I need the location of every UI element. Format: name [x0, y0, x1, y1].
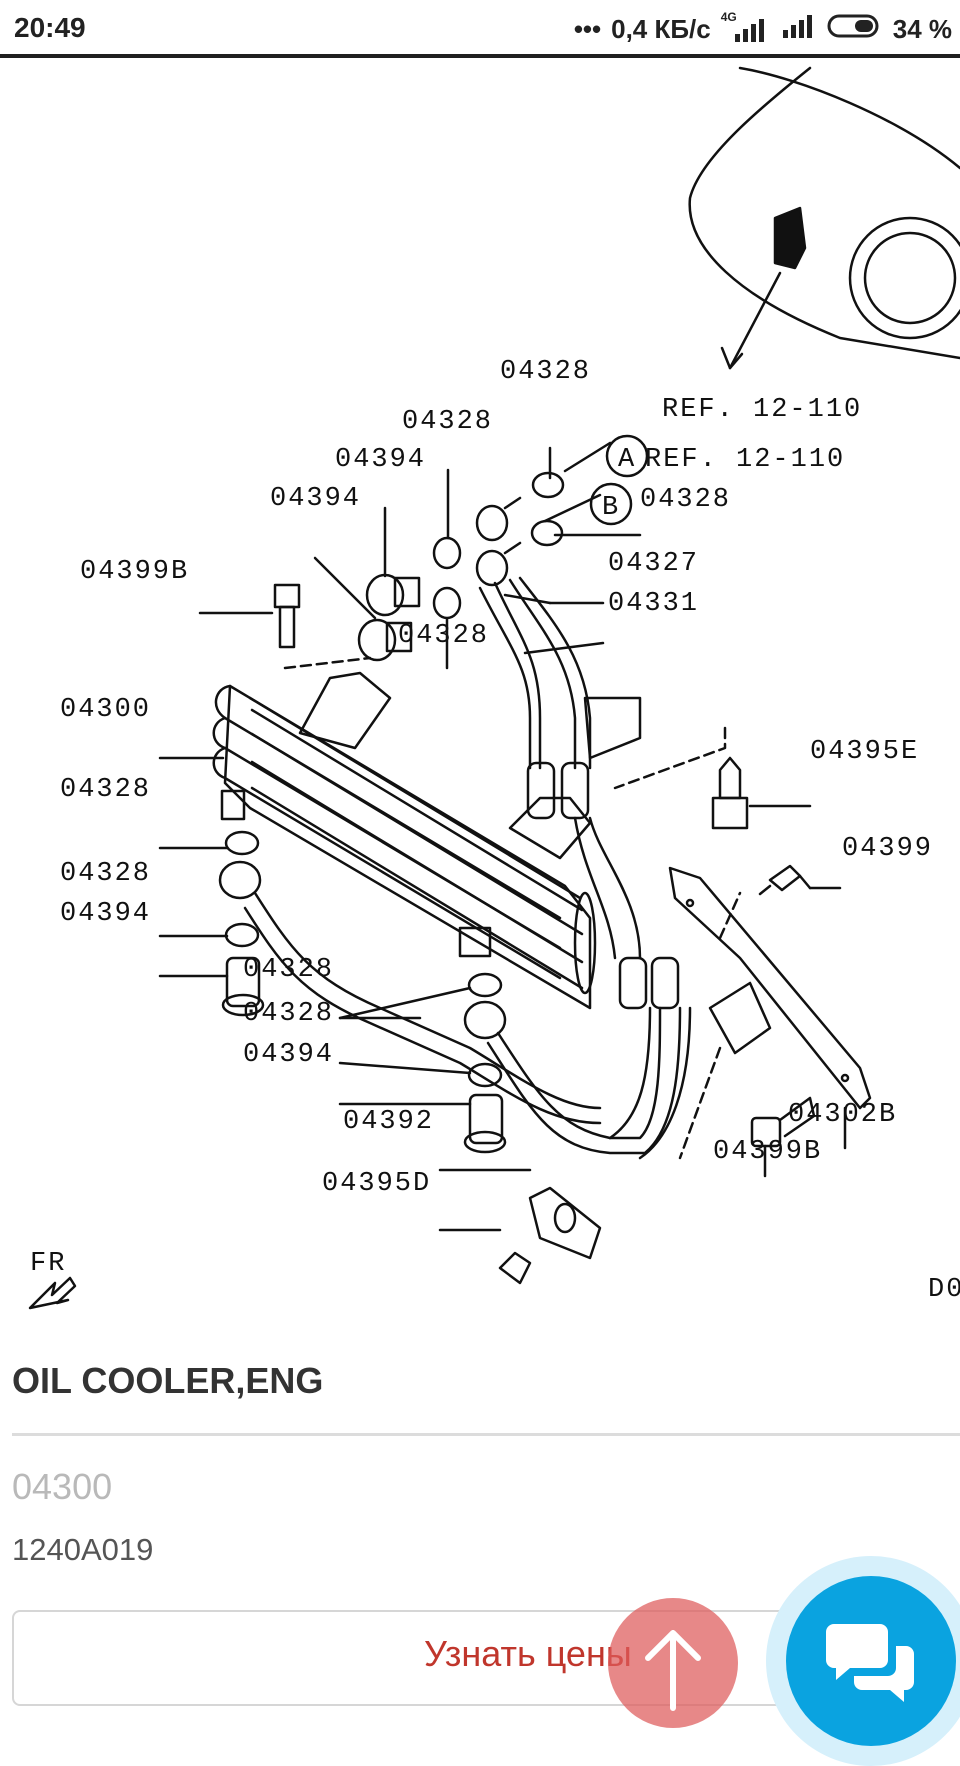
label-ref-a: REF. 12-110: [662, 395, 862, 425]
diagram-svg: 04328 A REF. 12-110 04328 B REF. 12-110 …: [28, 66, 960, 1310]
label-04399: 04399: [842, 834, 933, 864]
label-04328-b: 04328: [402, 407, 493, 437]
part-number: 1240A019: [12, 1532, 154, 1567]
label-ref-b: REF. 12-110: [645, 445, 845, 475]
label-04394-b: 04394: [270, 484, 361, 514]
label-04328-e: 04328: [60, 775, 151, 805]
arrow-up-icon: [645, 1630, 701, 1711]
label-04328-c: 04328: [640, 485, 731, 515]
status-right: ••• 0,4 КБ/с 4G 34 %: [573, 10, 952, 47]
label-04395d: 04395D: [322, 1169, 431, 1199]
parts-diagram: 04328 A REF. 12-110 04328 B REF. 12-110 …: [0, 58, 960, 1328]
label-04331: 04331: [608, 589, 699, 619]
signal-4g-icon: 4G: [721, 10, 771, 44]
label-fr: FR: [30, 1249, 66, 1279]
get-prices-label: Узнать цены: [424, 1633, 632, 1674]
status-time: 20:49: [14, 12, 86, 43]
label-04399b-a: 04399B: [80, 557, 189, 587]
scroll-top-button[interactable]: [608, 1598, 738, 1728]
label-04300: 04300: [60, 695, 151, 725]
label-04327: 04327: [608, 549, 699, 579]
label-04328-d: 04328: [398, 621, 489, 651]
divider: [12, 1433, 960, 1436]
circle-b-letter: B: [602, 493, 620, 523]
label-04395e: 04395E: [810, 737, 919, 767]
chat-button[interactable]: [786, 1576, 956, 1746]
label-04328-f: 04328: [60, 859, 151, 889]
network-type: 4G: [720, 9, 737, 24]
label-04394-d: 04394: [243, 1040, 334, 1070]
label-04394-c: 04394: [60, 899, 151, 929]
label-04392: 04392: [343, 1107, 434, 1137]
chat-icon: [826, 1624, 914, 1702]
label-04328-g: 04328: [243, 955, 334, 985]
label-04302b: 04302B: [788, 1100, 897, 1130]
part-ref-code: 04300: [12, 1466, 113, 1507]
battery-level: 34 %: [892, 14, 952, 44]
label-04399b-b: 04399B: [713, 1137, 822, 1167]
label-04394-a: 04394: [335, 445, 426, 475]
label-04328-a: 04328: [500, 357, 591, 387]
label-corner-code: D0(: [928, 1275, 960, 1305]
status-bar: 20:49 ••• 0,4 КБ/с 4G 34 %: [0, 0, 960, 58]
signal-icon: [781, 12, 817, 47]
part-title: OIL COOLER,ENG: [12, 1360, 324, 1401]
battery-icon: [827, 12, 883, 47]
dots-icon: •••: [573, 14, 602, 44]
circle-a-letter: A: [618, 445, 636, 475]
network-speed: 0,4 КБ/с: [611, 14, 711, 44]
label-04328-h: 04328: [243, 999, 334, 1029]
